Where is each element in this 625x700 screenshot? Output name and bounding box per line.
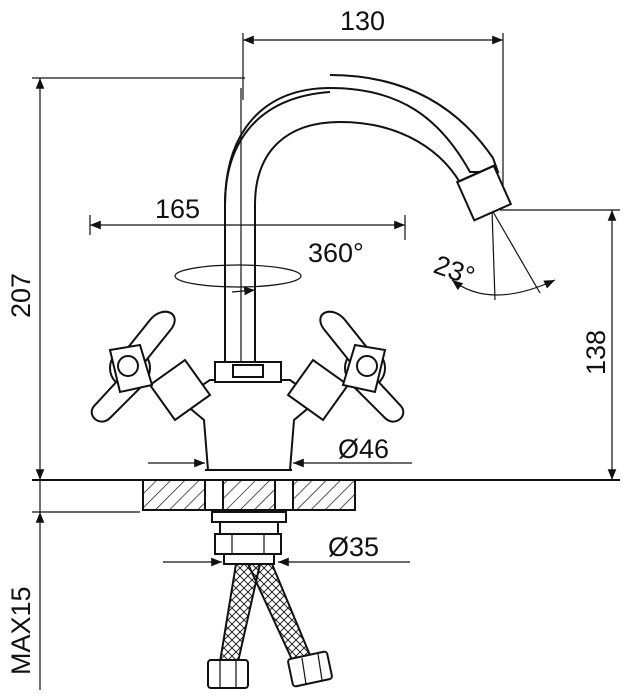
dimension-diameter-35: Ø35 bbox=[163, 532, 410, 567]
dimension-diameter-46: Ø46 bbox=[148, 434, 412, 468]
spout-angle-label: 23° bbox=[430, 249, 479, 291]
dimension-130: 130 bbox=[242, 6, 504, 185]
dimension-165: 165 bbox=[89, 194, 406, 240]
faucet-body bbox=[148, 358, 350, 471]
dimension-360: 360° bbox=[174, 238, 364, 296]
left-cross-handle bbox=[90, 310, 176, 423]
spout-height-label: 138 bbox=[581, 330, 611, 375]
total-height-label: 207 bbox=[6, 273, 36, 318]
dimension-138: 138 bbox=[500, 209, 620, 480]
deck-section bbox=[32, 479, 620, 511]
dimension-23-degrees: 23° bbox=[430, 209, 556, 301]
dimension-207: 207 bbox=[6, 77, 245, 480]
rotation-label: 360° bbox=[308, 238, 364, 268]
dimension-max15: MAX15 bbox=[6, 480, 140, 690]
max-thickness-label: MAX15 bbox=[6, 586, 36, 675]
mounting-shank bbox=[211, 511, 287, 565]
shank-diameter-label: Ø35 bbox=[328, 532, 379, 562]
handle-span-label: 165 bbox=[155, 194, 200, 224]
body-diameter-label: Ø46 bbox=[338, 434, 389, 464]
spout bbox=[224, 74, 513, 370]
spout-reach-label: 130 bbox=[340, 6, 385, 36]
flexible-hoses bbox=[207, 563, 333, 689]
right-cross-handle bbox=[319, 310, 405, 423]
